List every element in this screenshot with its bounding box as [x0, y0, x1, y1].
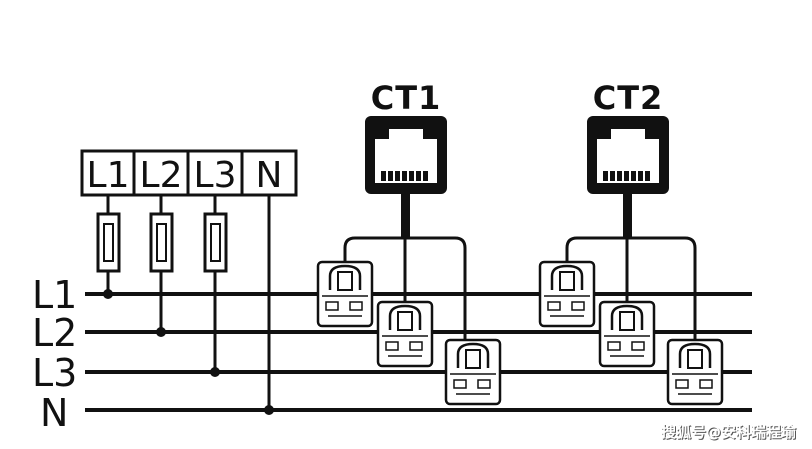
ct2-clamp-l3: [666, 338, 724, 406]
fuse-l3: [203, 212, 228, 273]
junction-dots: [103, 289, 274, 415]
line-label-n: N: [40, 391, 68, 435]
ct2-cable: [623, 194, 632, 238]
terminal-label-l3: L3: [194, 155, 237, 196]
ct2-title: CT2: [593, 79, 664, 117]
ct1-clamp-l3: [444, 338, 502, 406]
ct1-rj45-pins: [381, 171, 428, 181]
junction-dot-l1: [103, 289, 113, 299]
fuse-l2: [149, 212, 174, 273]
junction-dot-l3: [210, 367, 220, 377]
junction-dot-n: [264, 405, 274, 415]
line-labels: L1 L2 L3 N: [32, 273, 77, 435]
ct2-clamp-l1: [538, 260, 596, 328]
line-label-l2: L2: [32, 311, 77, 355]
ct1-clamp-l1: [316, 260, 374, 328]
ct2-module: CT2: [538, 79, 724, 406]
junction-dot-l2: [156, 327, 166, 337]
ct2-rj45-pins: [603, 171, 650, 181]
fuse-l1: [96, 212, 121, 273]
line-label-l3: L3: [32, 351, 77, 395]
ct2-clamp-l2: [598, 300, 656, 368]
ct2-branch-wires: [565, 236, 697, 340]
terminal-label-n: N: [256, 155, 283, 196]
ct1-clamp-l2: [376, 300, 434, 368]
ct1-branch-wires: [343, 236, 467, 340]
ct2-rj45-socket-icon: [597, 129, 659, 183]
terminal-label-l2: L2: [140, 155, 183, 196]
ct1-title: CT1: [371, 79, 442, 117]
watermark: 搜狐号@安科瑞程瑜: [661, 423, 797, 441]
ct1-module: CT1: [316, 79, 502, 406]
terminal-block: L1 L2 L3 N: [80, 149, 298, 197]
fuses: [96, 212, 228, 273]
line-label-l1: L1: [32, 273, 77, 317]
watermark-shadow: 搜狐号@安科瑞程瑜: [662, 424, 798, 442]
terminal-label-l1: L1: [87, 155, 130, 196]
ct1-cable: [401, 194, 410, 238]
ct1-rj45-socket-icon: [375, 129, 437, 183]
terminal-wiring: [106, 195, 271, 410]
